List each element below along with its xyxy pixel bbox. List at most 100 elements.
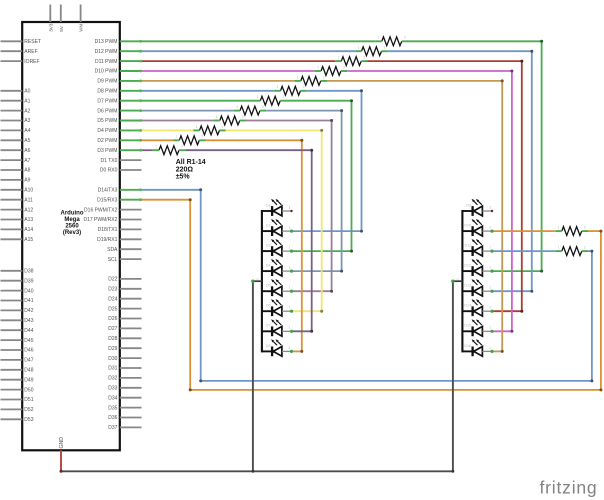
svg-text:D38: D38 (24, 269, 33, 275)
svg-text:D36: D36 (108, 415, 117, 421)
svg-text:D11 PWM: D11 PWM (95, 59, 117, 65)
svg-text:1: 1 (358, 46, 360, 50)
svg-text:A9: A9 (24, 178, 30, 184)
svg-text:D6 PWM: D6 PWM (97, 108, 117, 114)
svg-text:A1: A1 (24, 98, 30, 104)
svg-text:D9 PWM: D9 PWM (97, 79, 117, 85)
svg-text:D16 PWM/TX2: D16 PWM/TX2 (84, 207, 118, 213)
svg-text:2: 2 (343, 65, 345, 69)
svg-text:1: 1 (289, 246, 291, 250)
svg-text:All R1-14: All R1-14 (176, 159, 206, 166)
svg-text:D5: D5 (266, 284, 271, 288)
svg-text:D26: D26 (108, 316, 117, 322)
svg-text:D39: D39 (24, 278, 33, 284)
svg-text:D5 PWM: D5 PWM (97, 118, 117, 124)
svg-text:D11: D11 (465, 244, 471, 248)
svg-text:2: 2 (242, 115, 244, 119)
svg-text:GND: GND (59, 437, 65, 449)
svg-text:D33: D33 (108, 386, 117, 392)
svg-text:D25: D25 (108, 306, 117, 312)
svg-text:D28: D28 (108, 336, 117, 342)
svg-text:D43: D43 (24, 318, 33, 324)
svg-text:A7: A7 (24, 158, 30, 164)
svg-text:A5: A5 (24, 138, 30, 144)
svg-text:1: 1 (196, 125, 198, 129)
svg-text:1: 1 (337, 56, 339, 60)
svg-text:D14: D14 (464, 304, 471, 308)
svg-text:A8: A8 (24, 168, 30, 174)
svg-text:1: 1 (289, 205, 291, 209)
svg-text:D42: D42 (24, 308, 33, 314)
svg-text:D51: D51 (24, 397, 33, 403)
svg-text:A2: A2 (24, 108, 30, 114)
svg-text:2: 2 (201, 135, 203, 139)
svg-text:fritzing: fritzing (540, 478, 598, 498)
svg-text:D0 RX0: D0 RX0 (100, 168, 118, 174)
svg-text:D10 PWM: D10 PWM (95, 69, 118, 75)
svg-text:1: 1 (489, 246, 491, 250)
svg-text:1: 1 (289, 286, 291, 290)
svg-text:D24: D24 (108, 296, 117, 302)
svg-text:1: 1 (489, 346, 491, 350)
svg-text:D45: D45 (24, 338, 33, 344)
svg-text:1: 1 (175, 135, 177, 139)
svg-text:D19/RX1: D19/RX1 (97, 237, 118, 243)
svg-text:A4: A4 (24, 128, 30, 134)
svg-text:D29: D29 (108, 346, 117, 352)
svg-text:D4: D4 (266, 264, 271, 268)
svg-text:±5%: ±5% (176, 174, 191, 181)
svg-text:1: 1 (489, 205, 491, 209)
svg-text:SCL: SCL (108, 257, 118, 263)
svg-text:D23: D23 (108, 287, 117, 293)
svg-text:2: 2 (181, 145, 183, 149)
svg-text:1: 1 (236, 105, 238, 109)
svg-text:2: 2 (262, 105, 264, 109)
svg-text:RESET: RESET (24, 39, 41, 45)
svg-text:A0: A0 (24, 89, 30, 95)
svg-text:2: 2 (384, 46, 386, 50)
svg-text:D41: D41 (24, 298, 33, 304)
svg-text:1: 1 (277, 85, 279, 89)
svg-text:1: 1 (489, 286, 491, 290)
svg-text:D6: D6 (266, 304, 271, 308)
svg-text:D12: D12 (464, 264, 471, 268)
svg-text:D34: D34 (108, 395, 117, 401)
svg-text:2: 2 (222, 125, 224, 129)
svg-text:D2 PWM: D2 PWM (97, 138, 117, 144)
svg-text:D27: D27 (108, 326, 117, 332)
svg-text:1: 1 (289, 266, 291, 270)
svg-text:1: 1 (378, 36, 380, 40)
svg-text:1: 1 (489, 266, 491, 270)
svg-text:D3 PWM: D3 PWM (97, 148, 117, 154)
svg-text:D3: D3 (266, 244, 271, 248)
svg-text:D4 PWM: D4 PWM (97, 128, 117, 134)
svg-text:1: 1 (256, 95, 258, 99)
svg-text:D37: D37 (108, 425, 117, 431)
svg-text:Arduino: Arduino (61, 211, 84, 217)
svg-text:D9: D9 (466, 203, 471, 207)
svg-text:D47: D47 (24, 358, 33, 364)
svg-text:D32: D32 (108, 376, 117, 382)
svg-text:1: 1 (297, 75, 299, 79)
svg-text:1: 1 (289, 326, 291, 330)
svg-text:D1: D1 (266, 203, 271, 207)
svg-text:2: 2 (584, 226, 586, 230)
svg-text:A12: A12 (24, 207, 33, 213)
svg-text:D16: D16 (464, 344, 471, 348)
svg-text:D10: D10 (464, 224, 471, 228)
svg-text:D31: D31 (108, 366, 117, 372)
svg-text:D44: D44 (24, 328, 33, 334)
svg-text:D50: D50 (24, 387, 33, 393)
svg-text:D14/TX3: D14/TX3 (98, 188, 118, 194)
svg-text:1: 1 (558, 246, 560, 250)
svg-text:2560: 2560 (65, 224, 79, 230)
svg-text:D49: D49 (24, 377, 33, 383)
svg-text:A14: A14 (24, 227, 33, 233)
svg-text:1: 1 (256, 278, 260, 280)
svg-text:5V: 5V (59, 25, 64, 32)
svg-text:D52: D52 (24, 407, 33, 413)
svg-text:SDA: SDA (107, 247, 118, 253)
svg-text:2: 2 (303, 85, 305, 89)
svg-text:2: 2 (404, 36, 406, 40)
svg-text:1: 1 (558, 226, 560, 230)
